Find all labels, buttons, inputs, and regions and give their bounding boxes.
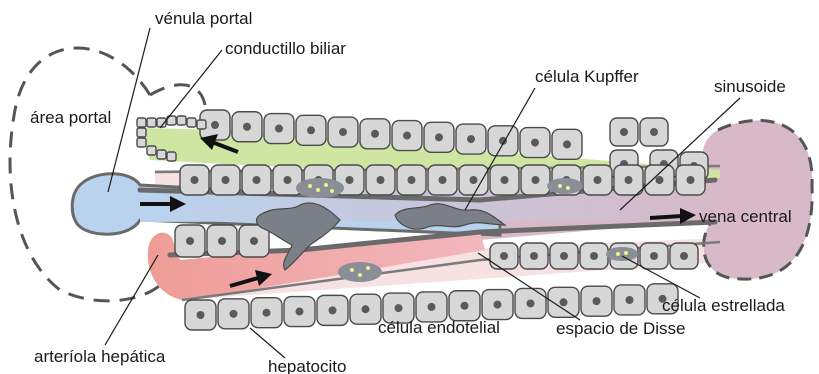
hepatocyte-nucleus [377, 176, 385, 184]
hepatocyte-nucleus [339, 128, 347, 136]
bile-ductule-cell [167, 152, 176, 161]
bile-ductule-cell [137, 128, 146, 137]
hepatocyte-nucleus [243, 123, 251, 131]
hepatocyte-nucleus [435, 133, 443, 141]
bile-ductule-cell [147, 118, 156, 127]
hepatocyte-nucleus [403, 132, 411, 140]
hepatocyte-nucleus [563, 140, 571, 148]
stellate-cell-right [606, 247, 638, 261]
label-arteriola-hepatica: arteríola hepática [34, 347, 166, 366]
hepatocyte-nucleus [501, 176, 509, 184]
hepatocyte-nucleus [284, 176, 292, 184]
label-area-portal: área portal [30, 108, 111, 127]
portal-area-outline-top [150, 85, 205, 105]
hepatocyte-nucleus [650, 252, 658, 260]
hepatocyte-nucleus [296, 308, 304, 316]
hepatocyte-nucleus [620, 128, 628, 136]
hepatocyte-nucleus [439, 176, 447, 184]
hepatocyte-nucleus [656, 176, 664, 184]
hepatocyte-nucleus [590, 252, 598, 260]
hepatocyte-nucleus [428, 303, 436, 311]
leader-venula-portal [108, 28, 150, 192]
hepatocyte-nucleus [500, 252, 508, 260]
hepatocyte-nucleus [470, 176, 478, 184]
label-venula-portal: vénula portal [155, 9, 252, 28]
bile-ductule-cell [137, 138, 146, 147]
hepatocyte-nucleus [408, 176, 416, 184]
stellate-cell-lower [338, 262, 382, 282]
hepatocyte-nucleus [222, 176, 230, 184]
label-celula-estrellada: célula estrellada [662, 296, 785, 315]
hepatocyte-nucleus [197, 311, 205, 319]
hepatocyte-nucleus [593, 297, 601, 305]
bile-ductule-cell [157, 150, 166, 159]
hepatocyte-nucleus [594, 176, 602, 184]
hepatocyte-nucleus [362, 305, 370, 313]
hepatocyte-nucleus [218, 237, 226, 245]
leader-arteriola-hepatica [105, 255, 158, 345]
bile-ductule-cell [177, 116, 186, 125]
hepatocyte-nucleus [395, 304, 403, 312]
hepatocyte-nucleus [532, 176, 540, 184]
hepatocyte-nucleus [467, 135, 475, 143]
hepatocyte-nucleus [211, 121, 219, 129]
hepatocyte-nucleus [687, 176, 695, 184]
hepatocyte-nucleus [650, 128, 658, 136]
hepatocyte-nucleus [307, 126, 315, 134]
stellate-cell-top [296, 178, 344, 198]
hepatocyte-nucleus [191, 176, 199, 184]
hepatocyte-nucleus [560, 252, 568, 260]
label-vena-central: vena central [699, 207, 792, 226]
label-espacio-de-disse: espacio de Disse [556, 319, 685, 338]
hepatocyte-nucleus [263, 309, 271, 317]
hepatocyte-nucleus [250, 237, 258, 245]
label-celula-kupffer: célula Kupffer [535, 67, 639, 86]
portal-area-outline [10, 48, 165, 301]
hepatocytes-middle-row [180, 165, 705, 195]
hepatocyte-nucleus [371, 130, 379, 138]
hepatocyte-nucleus [527, 299, 535, 307]
bile-ductule-cell [197, 120, 206, 129]
hepatocyte-nucleus [626, 296, 634, 304]
label-conductillo-biliar: conductillo biliar [225, 39, 346, 58]
hepatocyte-nucleus [530, 252, 538, 260]
label-celula-endotelial: célula endotelial [378, 318, 500, 337]
hepatocyte-nucleus [531, 139, 539, 147]
hepatocyte-nucleus [253, 176, 261, 184]
hepatocyte-nucleus [186, 237, 194, 245]
leader-hepatocito [250, 328, 285, 358]
hepatocyte-nucleus [275, 125, 283, 133]
label-sinusoide: sinusoide [714, 77, 786, 96]
hepatocyte-nucleus [329, 306, 337, 314]
bile-ductule-cell [137, 118, 146, 127]
hepatocyte-nucleus [625, 176, 633, 184]
hepatocyte-nucleus [230, 310, 238, 318]
hepatocyte-nucleus [346, 176, 354, 184]
bile-ductule-cell [187, 118, 196, 127]
hepatocyte-nucleus [680, 252, 688, 260]
hepatocyte-nucleus [560, 298, 568, 306]
label-hepatocito: hepatocito [268, 357, 346, 374]
stellate-cell-mid [547, 178, 583, 194]
hepatocyte-nucleus [494, 301, 502, 309]
hepatocyte-nucleus [461, 302, 469, 310]
bile-ductule-cell [147, 146, 156, 155]
